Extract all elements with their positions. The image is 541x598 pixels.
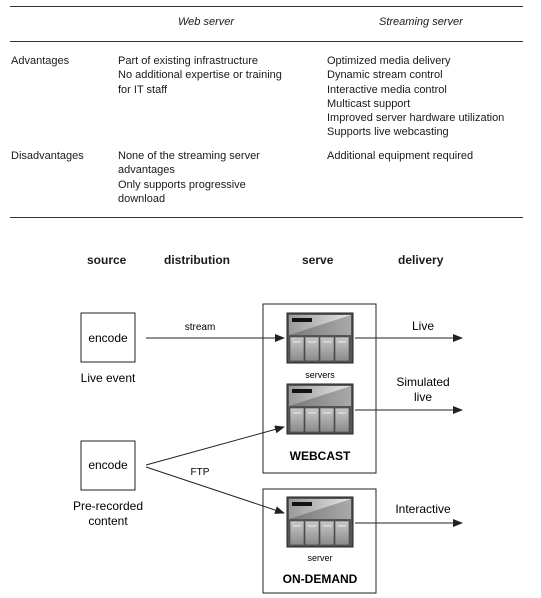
prerecorded-text-line2: content [88, 514, 128, 528]
stream-adv-line: Optimized media delivery [327, 55, 451, 67]
web-disadvantages: None of the streaming server advantages … [118, 149, 260, 206]
encode-prerecorded-text: encode [88, 458, 128, 472]
web-adv-line: for IT staff [118, 83, 168, 96]
webcast-label: WEBCAST [290, 449, 351, 463]
table-bottom-rule [10, 217, 523, 218]
web-adv-line: Part of existing infrastructure [118, 55, 259, 67]
stream-adv-line: Multicast support [327, 97, 411, 110]
web-adv-line: No additional expertise or training [118, 69, 282, 82]
streaming-advantages: Optimized media delivery Dynamic stream … [327, 54, 504, 140]
streaming-disadvantages: Additional equipment required [327, 149, 473, 163]
stream-dis-line: Additional equipment required [327, 150, 474, 162]
table-top-rule [10, 6, 523, 7]
stage-serve: serve [302, 253, 334, 267]
web-dis-line: Only supports progressive [118, 178, 246, 191]
stream-adv-line: Improved server hardware utilization [327, 112, 505, 125]
interactive-label: Interactive [395, 502, 451, 516]
encode-live-text: encode [88, 331, 128, 345]
stream-adv-line: Dynamic stream control [327, 69, 443, 82]
server-icon [286, 312, 354, 364]
stream-adv-line: Interactive media control [327, 83, 447, 96]
live-event-text: Live event [81, 371, 136, 385]
web-dis-line: advantages [118, 164, 175, 177]
row-label-advantages: Advantages [11, 55, 70, 67]
ondemand-label: ON-DEMAND [283, 572, 358, 586]
ftp-label: FTP [191, 467, 210, 478]
simulated-label-line2: live [414, 390, 432, 404]
stage-source: source [87, 253, 127, 267]
server-icon [286, 383, 354, 435]
webcast-upload-arrow [145, 425, 285, 466]
web-dis-line: None of the streaming server [118, 150, 260, 162]
ftp-arrow [145, 466, 285, 514]
stage-distribution: distribution [164, 253, 230, 267]
servers-label: servers [305, 370, 335, 380]
web-advantages: Part of existing infrastructure No addit… [118, 54, 282, 97]
header-web-server: Web server [178, 16, 235, 28]
server-icon [286, 496, 354, 548]
prerecorded-text-line1: Pre-recorded [73, 499, 143, 513]
simulated-label-line1: Simulated [396, 375, 449, 389]
header-streaming-server: Streaming server [379, 16, 463, 28]
stream-label: stream [185, 322, 216, 333]
live-label: Live [412, 319, 434, 333]
encode-live-box [80, 312, 136, 363]
encode-prerecorded-box [80, 440, 136, 491]
stage-delivery: delivery [398, 253, 444, 267]
stream-adv-line: Supports live webcasting [327, 126, 449, 139]
web-dis-line: download [118, 192, 166, 205]
table-header-rule [10, 41, 523, 42]
row-label-disadvantages: Disadvantages [11, 150, 84, 162]
server-label: server [307, 553, 332, 563]
